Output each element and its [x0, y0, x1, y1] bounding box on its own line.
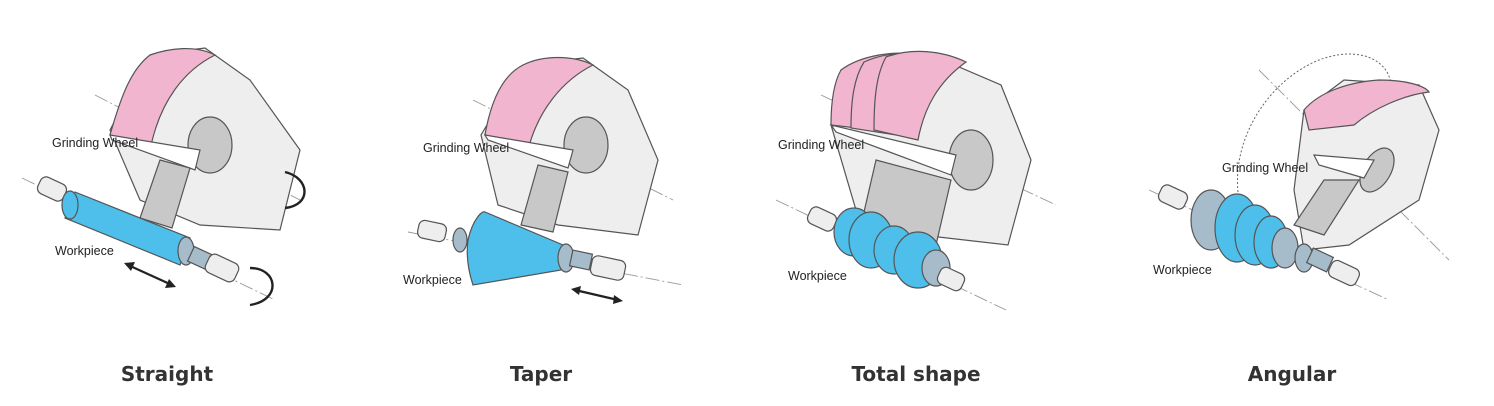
panel-angular: Grinding Wheel Workpiece Angular: [1119, 0, 1492, 406]
workpiece-label: Workpiece: [403, 273, 462, 287]
panel-straight: Grinding Wheel Workpiece Straight: [0, 0, 373, 406]
rotation-arrow-icon: [284, 170, 306, 210]
straight-grinding-diagram: Grinding Wheel Workpiece: [21, 47, 306, 307]
grinding-wheel: [480, 56, 659, 236]
workpiece-angular: [1157, 184, 1361, 287]
grinding-wheel: [829, 50, 1032, 246]
grinding-wheel: [1293, 79, 1440, 251]
workpiece-label: Workpiece: [1153, 263, 1212, 277]
workpiece-taper: [416, 211, 627, 286]
taper-grinding-diagram: Grinding Wheel Workpiece: [403, 56, 684, 304]
angular-grinding-diagram: Grinding Wheel Workpiece: [1148, 53, 1450, 301]
grinding-wheel-label: Grinding Wheel: [778, 138, 864, 152]
caption-taper: Taper: [509, 362, 573, 386]
dotted-path-outline: [1237, 53, 1392, 201]
grinding-wheel: [109, 47, 301, 231]
caption-angular: Angular: [1247, 362, 1337, 386]
feed-arrow-icon: [124, 262, 176, 288]
workpiece-stepped: [806, 206, 966, 292]
workpiece-label: Workpiece: [788, 269, 847, 283]
panel-taper: Grinding Wheel Workpiece Taper: [373, 0, 746, 406]
rotation-arrow-icon: [249, 266, 274, 307]
grinding-wheel-label: Grinding Wheel: [423, 141, 509, 155]
total-shape-grinding-diagram: Grinding Wheel Workpiece: [775, 50, 1057, 311]
panel-total-shape: Grinding Wheel Workpiece Total shape: [746, 0, 1119, 406]
caption-total-shape: Total shape: [851, 362, 981, 386]
workpiece-cylinder: [36, 176, 240, 283]
grinding-wheel-label: Grinding Wheel: [52, 136, 138, 150]
grinding-wheel-label: Grinding Wheel: [1222, 161, 1308, 175]
feed-arrow-icon: [571, 286, 623, 304]
workpiece-label: Workpiece: [55, 244, 114, 258]
caption-straight: Straight: [120, 362, 214, 386]
